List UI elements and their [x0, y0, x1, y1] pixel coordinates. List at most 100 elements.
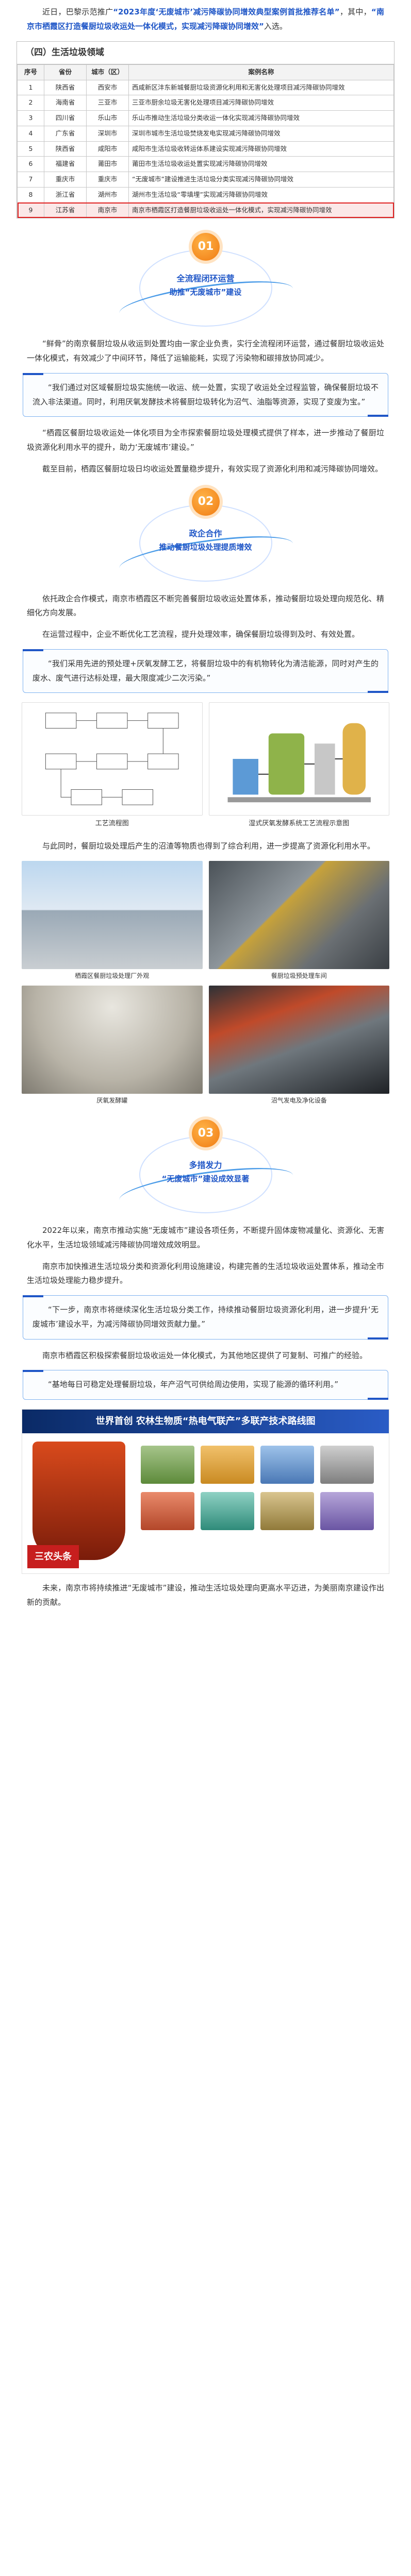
fermentation-tank-photo [22, 986, 203, 1094]
paragraph: 南京市加快推进生活垃圾分类和资源化利用设施建设，构建完善的生活垃圾收运处置体系，… [27, 1261, 384, 1285]
paragraph: 截至目前，栖霞区餐厨垃圾日均收运处置量稳步提升，有效实现了资源化利用和减污降碳协… [42, 464, 383, 473]
cell-case-name: 西咸新区沣东新城餐厨垃圾资源化利用和无害化处理项目减污降碳协同增效 [128, 79, 394, 96]
pretreatment-workshop-photo [208, 861, 389, 970]
cell-case-name: 莆田市生活垃圾收运处置实现减污降碳协同增效 [128, 156, 394, 173]
quote-text: “下一步，南京市将继续深化生活垃圾分类工作，持续推动餐厨垃圾资源化利用，进一步提… [32, 1305, 379, 1329]
process-thumbnail [201, 1446, 254, 1484]
cell-index: 3 [17, 110, 44, 126]
cell-province: 浙江省 [44, 187, 87, 203]
reactor-illustration [32, 1442, 125, 1561]
process-thumbnail [141, 1492, 194, 1531]
cell-case-name: 深圳市城市生活垃圾焚烧发电实现减污降碳协同增效 [128, 125, 394, 142]
process-thumbnail [320, 1492, 374, 1531]
cell-index: 8 [17, 187, 44, 203]
process-diagram-row: 工艺流程图 湿式厌氧发酵系统工艺流程示意图 [0, 702, 411, 832]
cell-province: 陕西省 [44, 79, 87, 96]
photo-caption: 栖霞区餐厨垃圾处理厂外观 [75, 972, 150, 980]
cell-province: 江苏省 [44, 202, 87, 218]
paragraph: 2022年以来，南京市推动实施“无废城市”建设各项任务，不断提升固体废物减量化、… [27, 1226, 384, 1249]
photo-figure: 栖霞区餐厨垃圾处理厂外观 [22, 861, 203, 982]
process-thumbnail [141, 1446, 194, 1484]
process-thumbnail [260, 1446, 314, 1484]
cell-province: 重庆市 [44, 172, 87, 188]
cell-city: 湖州市 [86, 187, 129, 203]
cell-index: 2 [17, 95, 44, 111]
cell-province: 陕西省 [44, 141, 87, 157]
banner-title: 世界首创 农林生物质“热电气联产”多联产技术路线图 [22, 1410, 389, 1434]
paragraph: “鲜骨”的南京餐厨垃圾从收运到处置均由一家企业负责，实行全流程闭环运营，通过餐厨… [27, 339, 384, 363]
section-subtitle: “无废城市”建设成效显著 [161, 1174, 250, 1184]
process-thumbnail [260, 1492, 314, 1531]
cell-province: 海南省 [44, 95, 87, 111]
cell-city: 咸阳市 [86, 141, 129, 157]
section-subtitle: 助推“无废城市”建设 [169, 287, 242, 297]
section-number: 02 [192, 487, 220, 516]
photo-caption: 厌氧发酵罐 [96, 1097, 128, 1105]
photo-figure: 厌氧发酵罐 [22, 986, 203, 1107]
photo-caption: 餐厨垃圾预处理车间 [271, 972, 327, 980]
header-province: 省份 [44, 64, 87, 80]
paragraph: 与此同时，餐厨垃圾处理后产生的沼渣等物质也得到了综合利用，进一步提高了资源化利用… [42, 841, 375, 851]
cell-city: 三亚市 [86, 95, 129, 111]
process-thumbnail [320, 1446, 374, 1484]
cell-index: 7 [17, 172, 44, 188]
section-header-01: 01 全流程闭环运营 助推“无废城市”建设 [0, 229, 411, 329]
cell-index: 5 [17, 141, 44, 157]
cell-city: 乐山市 [86, 110, 129, 126]
process-flow-figure: 工艺流程图 [22, 702, 203, 832]
photo-row-2: 厌氧发酵罐 沼气发电及净化设备 [0, 986, 411, 1107]
intro-text-mid: ，其中， [339, 7, 371, 16]
cell-index: 4 [17, 125, 44, 142]
quote-text: “我们采用先进的预处理+厌氧发酵工艺，将餐厨垃圾中的有机物转化为清洁能源，同时对… [32, 658, 379, 683]
quote-box: “下一步，南京市将继续深化生活垃圾分类工作，持续推动餐厨垃圾资源化利用，进一步提… [23, 1295, 388, 1340]
cell-case-name: 湖州市生活垃圾“零填埋”实现减污降碳协同增效 [128, 187, 394, 203]
paragraph: “栖霞区餐厨垃圾收运处一体化项目为全市探索餐厨垃圾处理模式提供了样本，进一步推动… [27, 428, 384, 452]
section-title: 全流程闭环运营 [176, 274, 235, 284]
photo-figure: 餐厨垃圾预处理车间 [208, 861, 389, 982]
table-header-row: 序号 省份 城市（区） 案例名称 [17, 64, 394, 80]
cell-index: 1 [17, 79, 44, 96]
brand-stamp: 三农头条 [27, 1545, 79, 1569]
header-case-name: 案例名称 [128, 64, 394, 80]
paragraph: 在运营过程中，企业不断优化工艺流程，提升处理效率，确保餐厨垃圾得到及时、有效处置… [42, 630, 360, 639]
quote-box: “我们采用先进的预处理+厌氧发酵工艺，将餐厨垃圾中的有机物转化为清洁能源，同时对… [23, 649, 388, 693]
section-number: 01 [192, 233, 220, 261]
section-subtitle: 推动餐厨垃圾处理提质增效 [159, 542, 252, 552]
process-flow-drawing [45, 713, 179, 806]
fermentation-figure: 湿式厌氧发酵系统工艺流程示意图 [208, 702, 389, 832]
quote-box: “基地每日可稳定处理餐厨垃圾，年产沼气可供给周边使用，实现了能源的循环利用。” [23, 1370, 388, 1400]
plant-exterior-photo [22, 861, 203, 970]
header-index: 序号 [17, 64, 44, 80]
cell-province: 广东省 [44, 125, 87, 142]
cell-case-name: 三亚市厨余垃圾无害化处理项目减污降碳协同增效 [128, 95, 394, 111]
cell-city: 重庆市 [86, 172, 129, 188]
cell-city: 西安市 [86, 79, 129, 96]
intro-text-post: 入选。 [264, 21, 287, 31]
intro-paragraph: 近日，巴黎示范推广“2023年度‘无废城市’减污降碳协同增效典型案例首批推荐名单… [0, 5, 411, 34]
biogas-equipment-photo [208, 986, 389, 1094]
intro-highlight-2: “南京市栖霞区打造餐厨垃圾收运处一体化模式，实现减污降碳协同增效” [27, 7, 384, 31]
quote-text: “我们通过对区域餐厨垃圾实施统一收运、统一处置，实现了收运处全过程监管，确保餐厨… [32, 382, 379, 406]
photo-figure: 沼气发电及净化设备 [208, 986, 389, 1107]
figure-caption: 湿式厌氧发酵系统工艺流程示意图 [249, 820, 350, 828]
paragraph: 依托政企合作模式，南京市栖霞区不断完善餐厨垃圾收运处置体系，推动餐厨垃圾处理向规… [27, 594, 384, 618]
cell-index: 6 [17, 156, 44, 173]
cell-city: 深圳市 [86, 125, 129, 142]
article-page: 近日，巴黎示范推广“2023年度‘无废城市’减污降碳协同增效典型案例首批推荐名单… [0, 5, 411, 1625]
cell-city: 莆田市 [86, 156, 129, 173]
fermentation-image [208, 702, 389, 816]
cell-case-name: 南京市栖霞区打造餐厨垃圾收运处一体化模式，实现减污降碳协同增效 [128, 202, 394, 218]
section-title: 多措发力 [189, 1160, 222, 1171]
photo-caption: 沼气发电及净化设备 [271, 1097, 327, 1105]
figure-caption: 工艺流程图 [95, 820, 129, 828]
section-title: 政企合作 [189, 528, 222, 538]
